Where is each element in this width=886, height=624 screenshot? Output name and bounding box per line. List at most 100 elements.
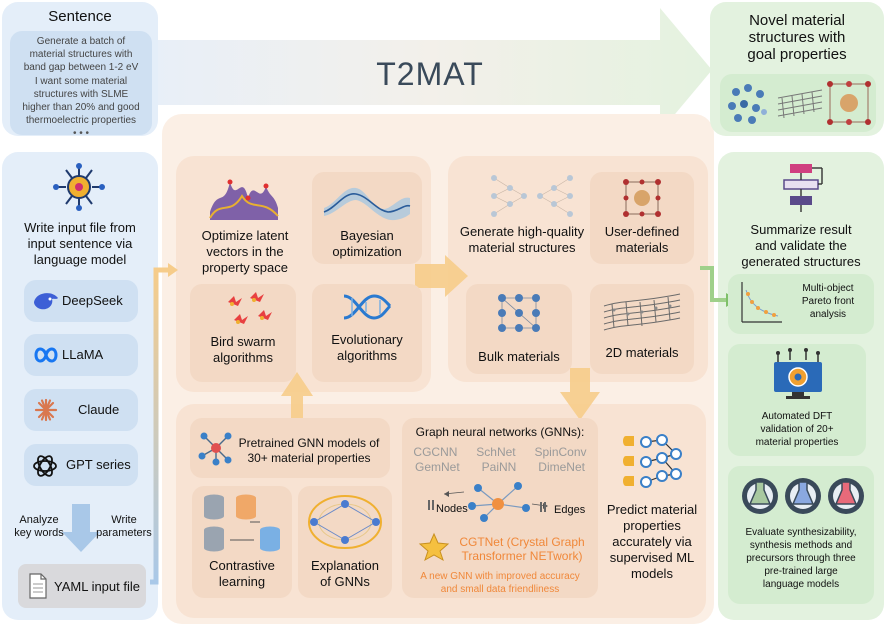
claude-spark-icon xyxy=(34,398,58,422)
evolutionary-line: algorithms xyxy=(337,348,397,363)
bulk-label: Bulk materials xyxy=(478,349,560,364)
dna-icon xyxy=(343,294,392,320)
summarize-text: Summarize result and validate the genera… xyxy=(720,222,882,270)
novel-line: Novel material xyxy=(749,12,845,29)
summarize-line: Summarize result xyxy=(750,222,852,237)
top-flow-arrow xyxy=(150,8,712,132)
predict-line: supervised ML xyxy=(609,550,695,565)
evaluate-line: pre-trained large xyxy=(764,566,838,577)
dft-line: validation of 20+ xyxy=(760,424,834,435)
predict-line: properties xyxy=(623,518,681,533)
predict-line: accurately via xyxy=(612,534,692,549)
latent-text: Optimize latent vectors in the property … xyxy=(186,228,304,276)
evolutionary-line: Evolutionary xyxy=(331,332,403,347)
deepseek-whale-icon xyxy=(34,293,58,310)
evaluate-line: Evaluate synthesizability, xyxy=(745,527,857,538)
write-params-line: parameters xyxy=(96,527,152,539)
model-label: LLaMA xyxy=(62,347,104,362)
crystal-structure-icon xyxy=(623,179,661,217)
dft-line: material properties xyxy=(755,437,839,448)
pretrained-line: Pretrained GNN models of xyxy=(238,436,380,450)
model-item-llama xyxy=(24,334,138,376)
high-quality-line: material structures xyxy=(468,240,576,255)
model-label: DeepSeek xyxy=(62,293,123,308)
predict-text: Predict material properties accurately v… xyxy=(598,502,706,582)
write-input-line: input sentence via xyxy=(27,236,133,251)
novel-line: structures with xyxy=(748,29,846,46)
gnn-model-name: SchNet xyxy=(476,445,516,459)
explain-graph-icon xyxy=(308,495,382,549)
ellipsis: • • • xyxy=(72,128,90,140)
pareto-line: Pareto front xyxy=(801,296,855,307)
pretrained-text: Pretrained GNN models of 30+ material pr… xyxy=(234,436,384,466)
explanation-line: Explanation xyxy=(311,558,379,573)
evaluate-line: language models xyxy=(762,579,840,590)
new-gnn-line: A new GNN with improved accuracy xyxy=(420,571,580,582)
user-defined-line: materials xyxy=(615,240,669,255)
user-defined-box xyxy=(590,172,694,264)
analyze-text: Analyze key words xyxy=(8,514,70,540)
page-title: T2MAT xyxy=(376,56,484,92)
bird-swarm-icon xyxy=(228,292,272,324)
sentence-line: material structures with xyxy=(29,49,133,61)
bulk-lattice-icon xyxy=(498,294,540,332)
flask-gears-icon xyxy=(742,478,864,514)
pareto-plot-icon xyxy=(741,282,782,323)
write-input-line: language model xyxy=(33,252,127,267)
predict-line: models xyxy=(631,566,673,581)
openai-knot-icon xyxy=(33,455,57,477)
edges-label: Edges xyxy=(554,504,586,516)
gnn-model-row: CGCNN SchNet SpinConv GemNet PaiNN DimeN… xyxy=(404,445,596,475)
latent-landscape-icon xyxy=(209,179,279,220)
neural-chip-icon xyxy=(53,163,105,211)
left-panel xyxy=(2,152,158,620)
contrastive-line: Contrastive xyxy=(209,558,275,573)
bayesian-box xyxy=(312,172,422,264)
latent-line: property space xyxy=(202,260,288,275)
crystal-icon xyxy=(827,81,871,125)
neural-network-icon xyxy=(491,175,573,217)
generate-to-gnn-arrow xyxy=(560,368,600,420)
contrastive-text: Contrastive learning xyxy=(192,558,292,590)
flowchart-icon xyxy=(783,164,823,212)
sentence-text: Generate a batch of material structures … xyxy=(10,35,152,141)
predict-line: Predict material xyxy=(606,502,698,517)
bulk-cluster-icon xyxy=(728,84,767,124)
write-input-line: Write input file from xyxy=(24,220,136,235)
latent-line: Optimize latent xyxy=(201,228,289,243)
write-input-text: Write input file from input sentence via… xyxy=(4,220,156,268)
gnn-model-name: DimeNet xyxy=(538,460,585,474)
meta-infinity-icon xyxy=(34,347,58,363)
evaluate-text: Evaluate synthesizability, synthesis met… xyxy=(728,526,874,591)
gnn-model-name: GemNet xyxy=(414,460,460,474)
gnn-model-name: SpinConv xyxy=(534,445,587,459)
novel-structures-image xyxy=(728,81,871,125)
model-label: Claude xyxy=(78,402,120,417)
pretrained-box xyxy=(190,418,390,478)
sentence-line: structures with SLME xyxy=(33,88,129,100)
bird-line: Bird swarm xyxy=(210,334,276,349)
sentence-line: Generate a batch of xyxy=(36,36,126,47)
pretrained-line: 30+ material properties xyxy=(247,451,371,465)
sentence-line: higher than 20% and good xyxy=(22,102,140,114)
contrastive-line: learning xyxy=(218,574,266,589)
new-gnn-text: A new GNN with improved accuracy and sma… xyxy=(402,570,598,596)
explanation-text: Explanation of GNNs xyxy=(298,558,392,590)
high-quality-text: Generate high-quality material structure… xyxy=(452,224,592,256)
dft-text: Automated DFT validation of 20+ material… xyxy=(728,410,866,449)
gnn-model-name: PaiNN xyxy=(481,460,517,474)
sentence-box xyxy=(10,31,152,135)
bayesian-curve-icon xyxy=(323,187,411,221)
database-pair-icon xyxy=(204,494,280,552)
cgtnet-line: Transformer NETwork) xyxy=(461,549,583,563)
model-label: GPT series xyxy=(66,457,131,472)
novel-line: goal properties xyxy=(747,46,847,63)
pareto-line: analysis xyxy=(809,309,847,320)
monitor-gear-icon xyxy=(774,348,822,399)
pareto-text: Multi-object Pareto front analysis xyxy=(784,282,872,321)
nodes-label: Nodes xyxy=(436,503,468,515)
evaluate-line: synthesis methods and xyxy=(749,540,853,551)
graph-network-icon xyxy=(198,432,232,466)
new-gnn-line: and small data friendliness xyxy=(440,584,560,595)
novel-text: Novel material structures with goal prop… xyxy=(710,12,884,63)
